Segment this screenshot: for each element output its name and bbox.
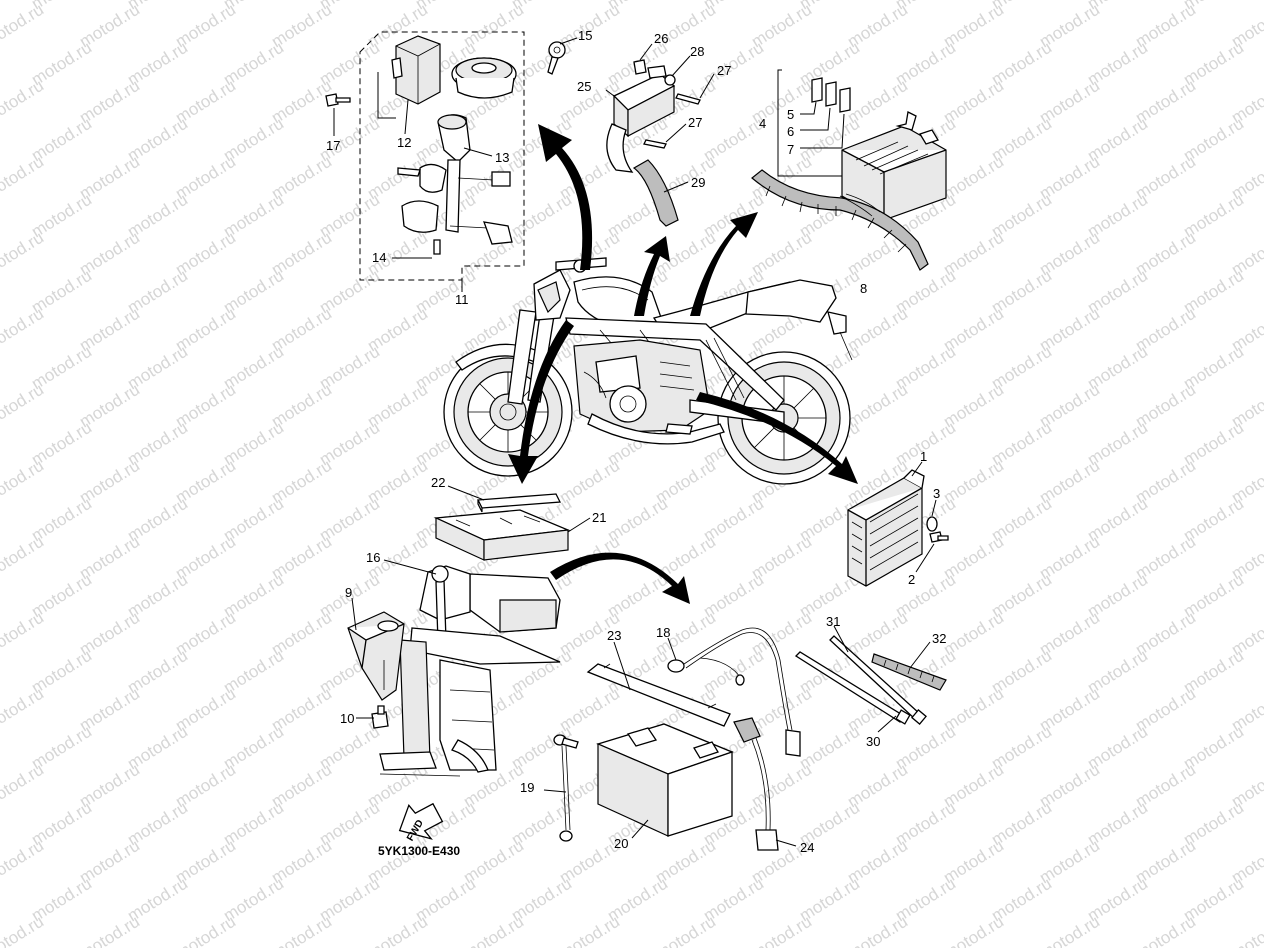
callout-16: 16 [366, 550, 380, 565]
callout-19: 19 [520, 780, 534, 795]
watermark-text: motod.ru [0, 532, 47, 584]
watermark-text: motod.ru [0, 0, 47, 51]
callout-7: 7 [787, 142, 794, 157]
battery-group [543, 625, 947, 851]
watermark-text: motod.ru [0, 304, 47, 356]
rectifier-group [847, 461, 949, 587]
callout-20: 20 [614, 836, 628, 851]
callout-26: 26 [654, 31, 668, 46]
callout-29: 29 [691, 175, 705, 190]
watermark-text: motod.ru [748, 912, 815, 948]
callout-11: 11 [455, 292, 469, 307]
watermark-text: motod.ru [0, 608, 47, 660]
battery-box-group [347, 485, 591, 777]
watermark-text: motod.ru [0, 380, 47, 432]
callout-13: 13 [495, 150, 509, 165]
watermark-text: motod.ru [940, 912, 1007, 948]
callout-25: 25 [577, 79, 591, 94]
callout-15: 15 [578, 28, 592, 43]
watermark-text: motod.ru [0, 684, 47, 736]
lock-set-group [325, 31, 578, 292]
watermark-text: motod.ru [268, 912, 335, 948]
watermark-text: motod.ru [0, 836, 47, 888]
callout-4: 4 [759, 116, 766, 131]
callout-9: 9 [345, 585, 352, 600]
watermark-text: motod.ru [0, 228, 47, 280]
watermark-text: motod.ru [1132, 912, 1199, 948]
watermark-text: motod.ru [0, 152, 47, 204]
callout-28: 28 [690, 44, 704, 59]
watermark-text: motod.ru [0, 912, 47, 948]
callout-5: 5 [787, 107, 794, 122]
callout-17: 17 [326, 138, 340, 153]
watermark-text: motod.ru [76, 912, 143, 948]
watermark-text: motod.ru [0, 760, 47, 812]
diagram-code: 5YK1300-E430 [378, 844, 460, 858]
ignition-coil-group [605, 43, 715, 227]
watermark-text: motod.ru [460, 912, 527, 948]
callout-23: 23 [607, 628, 621, 643]
callout-22: 22 [431, 475, 445, 490]
watermark-text: motod.ru [0, 456, 47, 508]
callout-21: 21 [592, 510, 606, 525]
watermark-text: motod.ru [556, 912, 623, 948]
watermark-text: motod.ru [0, 76, 47, 128]
watermark-text: motod.ru [172, 912, 239, 948]
watermark-text: motod.ru [652, 912, 719, 948]
callout-30: 30 [866, 734, 880, 749]
callout-10: 10 [340, 711, 354, 726]
motorcycle-illustration [443, 257, 853, 485]
callout-12: 12 [397, 135, 411, 150]
fuse-box-group [751, 69, 947, 271]
callout-1: 1 [920, 449, 927, 464]
callout-labels: 1 2 3 4 5 6 7 8 9 10 11 12 13 14 15 16 1… [326, 28, 946, 855]
callout-8: 8 [860, 281, 867, 296]
watermark-text: motod.ru [364, 912, 431, 948]
callout-2: 2 [908, 572, 915, 587]
callout-18: 18 [656, 625, 670, 640]
callout-3: 3 [933, 486, 940, 501]
callout-14: 14 [372, 250, 386, 265]
callout-31: 31 [826, 614, 840, 629]
watermark-text: motod.ru [844, 912, 911, 948]
callout-27b: 27 [688, 115, 702, 130]
callout-24: 24 [800, 840, 814, 855]
callout-6: 6 [787, 124, 794, 139]
watermark-text: motod.ru [1036, 912, 1103, 948]
watermark-text: motod.ru [1228, 912, 1264, 948]
callout-32: 32 [932, 631, 946, 646]
pointer-arrows [508, 124, 858, 604]
callout-27a: 27 [717, 63, 731, 78]
